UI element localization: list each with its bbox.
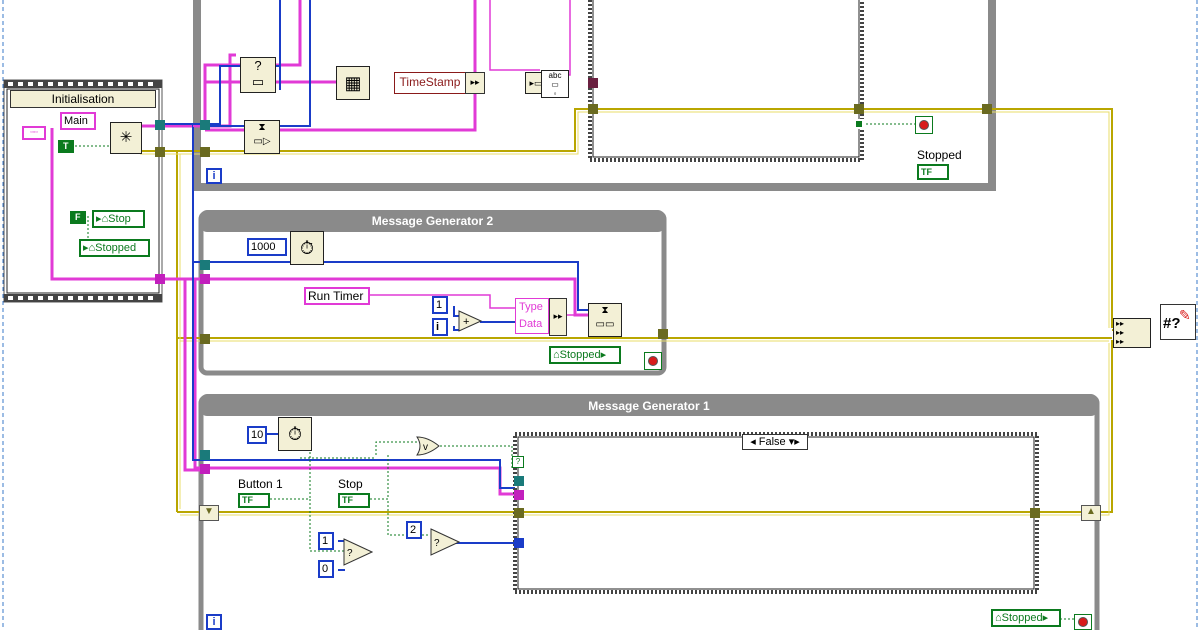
shift-register-right: ▲ [1081,505,1101,521]
wait-ms-icon[interactable]: ⏱ [290,231,324,265]
two-const[interactable]: 2 [406,521,422,539]
shift-register-left: ▼ [199,505,219,521]
stopped-local-variable[interactable]: ▸⌂Stopped [79,239,150,257]
button1-label: Button 1 [238,477,283,491]
tunnel [982,104,992,114]
stop-terminal-icon[interactable] [1074,614,1092,630]
add-function-icon[interactable]: + [458,310,482,332]
stop-label: Stop [338,477,363,491]
tunnel [155,274,165,284]
dequeue-timeout-vi-icon[interactable]: ?▭ [240,57,276,93]
tunnel [200,260,210,270]
svg-text:v: v [423,442,428,453]
tunnel [200,274,210,284]
init-frame-title: Initialisation [10,90,156,108]
tunnel [200,120,210,130]
home-icon: ▸⌂ [96,213,109,225]
select-function-icon[interactable]: ? [430,528,460,556]
stopped-local-variable-mg1[interactable]: ⌂Stopped▸ [991,609,1061,627]
wait-1000-const[interactable]: 1000 [247,238,287,256]
svg-text:?: ? [434,538,440,549]
enqueue-vi-icon[interactable]: ⧗▭▭ [588,303,622,337]
tunnel [854,104,864,114]
message-generator-1-title: Message Generator 1 [588,399,710,413]
case-prev-arrow[interactable]: ◂ [750,436,756,448]
stop-local-variable[interactable]: ▸⌂Stop [92,210,145,228]
tunnel [514,476,524,486]
tunnel [200,334,210,344]
wait-ms-icon[interactable]: ⏱ [278,417,312,451]
merge-errors-icon[interactable]: ▸▸▸▸▸▸ [1113,318,1151,348]
i-const[interactable]: i [432,318,448,336]
tunnel [588,78,598,88]
type-data-cluster[interactable]: Type Data [515,298,549,334]
data-label: Data [519,318,543,330]
case-dropdown-arrow[interactable]: ▾▸ [788,436,800,448]
or-function-icon[interactable]: v [416,436,440,456]
one-const[interactable]: 1 [432,296,448,314]
stopped-indicator[interactable]: TF [917,164,949,180]
svg-text:?: ? [347,548,353,559]
message-generator-2-title: Message Generator 2 [371,214,494,228]
tunnel [514,538,524,548]
tunnel [658,329,668,339]
tunnel [155,120,165,130]
case-selector-terminal: ? [512,456,524,468]
simple-error-handler-icon[interactable]: #? ✎ [1160,304,1196,340]
format-string-icon[interactable]: abc▭◦ [541,70,569,98]
iteration-terminal: i [206,614,222,630]
tunnel [514,508,524,518]
button1-control[interactable]: TF [238,493,270,508]
home-icon: ⌂ [995,612,1002,624]
stop-control[interactable]: TF [338,493,370,508]
stopped-local-variable-mg2[interactable]: ⌂Stopped▸ [549,346,621,364]
iteration-terminal: i [206,168,222,184]
tunnel [854,119,864,129]
run-timer-const[interactable]: Run Timer [304,287,370,305]
stop-terminal-icon[interactable] [915,116,933,134]
tunnel [514,490,524,500]
tunnel [588,104,598,114]
zero-const[interactable]: 0 [318,560,334,578]
tunnel [155,147,165,157]
get-datetime-icon[interactable]: ▦ [336,66,370,100]
tunnel [200,464,210,474]
type-label: Type [519,301,543,313]
select-function-icon[interactable]: ? [343,538,373,566]
tunnel [1030,508,1040,518]
bundle-terminal: ▸▸ [465,72,485,94]
stopped-indicator-label: Stopped [917,148,962,162]
tunnel [200,450,210,460]
bundle-terminal-2: ▸▸ [549,298,567,336]
stop-terminal-icon[interactable] [644,352,662,370]
home-icon: ⌂ [553,349,560,361]
case-selector[interactable]: ◂ False ▾▸ [742,434,808,450]
tunnel [200,147,210,157]
wait-10-const[interactable]: 10 [247,426,267,444]
obtain-queue-vi-icon[interactable]: ✳ [110,122,142,154]
home-icon: ▸⌂ [83,242,96,254]
main-string-const[interactable]: Main [60,112,96,130]
timestamp-bundle[interactable]: TimeStamp [394,72,466,94]
svg-text:+: + [463,316,469,328]
eraser-icon: ✎ [1179,307,1191,323]
false-const[interactable]: F [70,211,86,224]
true-const[interactable]: T [58,140,74,153]
release-queue-vi-icon[interactable]: ⧗▭▷ [244,120,280,154]
one-const[interactable]: 1 [318,532,334,550]
queue-type-icon: ▫▫▫ [22,126,46,140]
